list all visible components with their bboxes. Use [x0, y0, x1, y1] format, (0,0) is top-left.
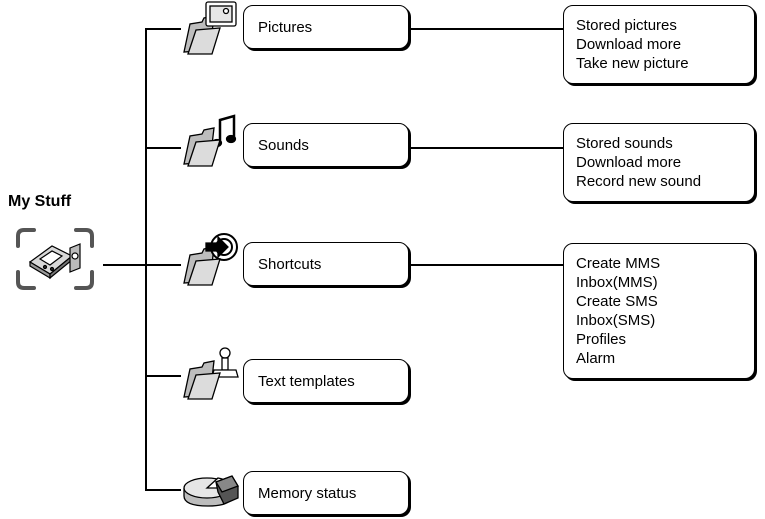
link-shortcuts-submenu	[409, 264, 564, 266]
menu-item-label: Text templates	[258, 372, 355, 390]
root-title: My Stuff	[8, 193, 72, 210]
submenu-item[interactable]: Stored pictures	[576, 17, 677, 34]
folder-picture-icon	[183, 1, 237, 55]
menu-item-pictures[interactable]: Pictures	[243, 5, 409, 49]
menu-item-memory-status[interactable]: Memory status	[243, 471, 409, 515]
submenu-item[interactable]: Record new sound	[576, 173, 702, 190]
submenu-item[interactable]: Alarm	[576, 350, 616, 367]
menu-item-label: Shortcuts	[258, 255, 322, 273]
submenu-shortcuts: Create MMS Inbox(MMS) Create SMS Inbox(S…	[563, 243, 755, 379]
menu-item-shortcuts[interactable]: Shortcuts	[243, 242, 409, 286]
submenu-item[interactable]: Profiles	[576, 331, 627, 348]
menu-item-text-templates[interactable]: Text templates	[243, 359, 409, 403]
menu-item-label: Sounds	[258, 136, 309, 154]
submenu-item[interactable]: Download more	[576, 36, 682, 53]
trunk-line	[145, 28, 147, 489]
phone-in-focus-icon	[16, 228, 94, 290]
branch-shortcuts	[145, 264, 181, 266]
menu-item-label: Pictures	[258, 18, 313, 36]
branch-pictures	[145, 28, 181, 30]
submenu-item[interactable]: Stored sounds	[576, 135, 673, 152]
menu-item-label: Memory status	[258, 484, 357, 502]
submenu-pictures: Stored pictures Download more Take new p…	[563, 5, 755, 84]
branch-text-templates	[145, 375, 181, 377]
submenu-item[interactable]: Create SMS	[576, 293, 658, 310]
root-connector	[103, 264, 146, 266]
folder-shortcut-arrow-icon	[183, 233, 238, 286]
folder-music-note-icon	[183, 114, 237, 167]
branch-sounds	[145, 147, 181, 149]
pie-chart-icon	[183, 475, 239, 507]
submenu-item[interactable]: Take new picture	[576, 55, 689, 72]
submenu-item[interactable]: Inbox(MMS)	[576, 274, 658, 291]
submenu-sounds: Stored sounds Download more Record new s…	[563, 123, 755, 202]
link-sounds-submenu	[409, 147, 564, 149]
menu-item-sounds[interactable]: Sounds	[243, 123, 409, 167]
link-pictures-submenu	[409, 28, 564, 30]
branch-memory-status	[145, 489, 181, 491]
submenu-item[interactable]: Download more	[576, 154, 682, 171]
submenu-item[interactable]: Create MMS	[576, 255, 661, 272]
folder-stamp-icon	[183, 347, 239, 400]
submenu-item[interactable]: Inbox(SMS)	[576, 312, 656, 329]
